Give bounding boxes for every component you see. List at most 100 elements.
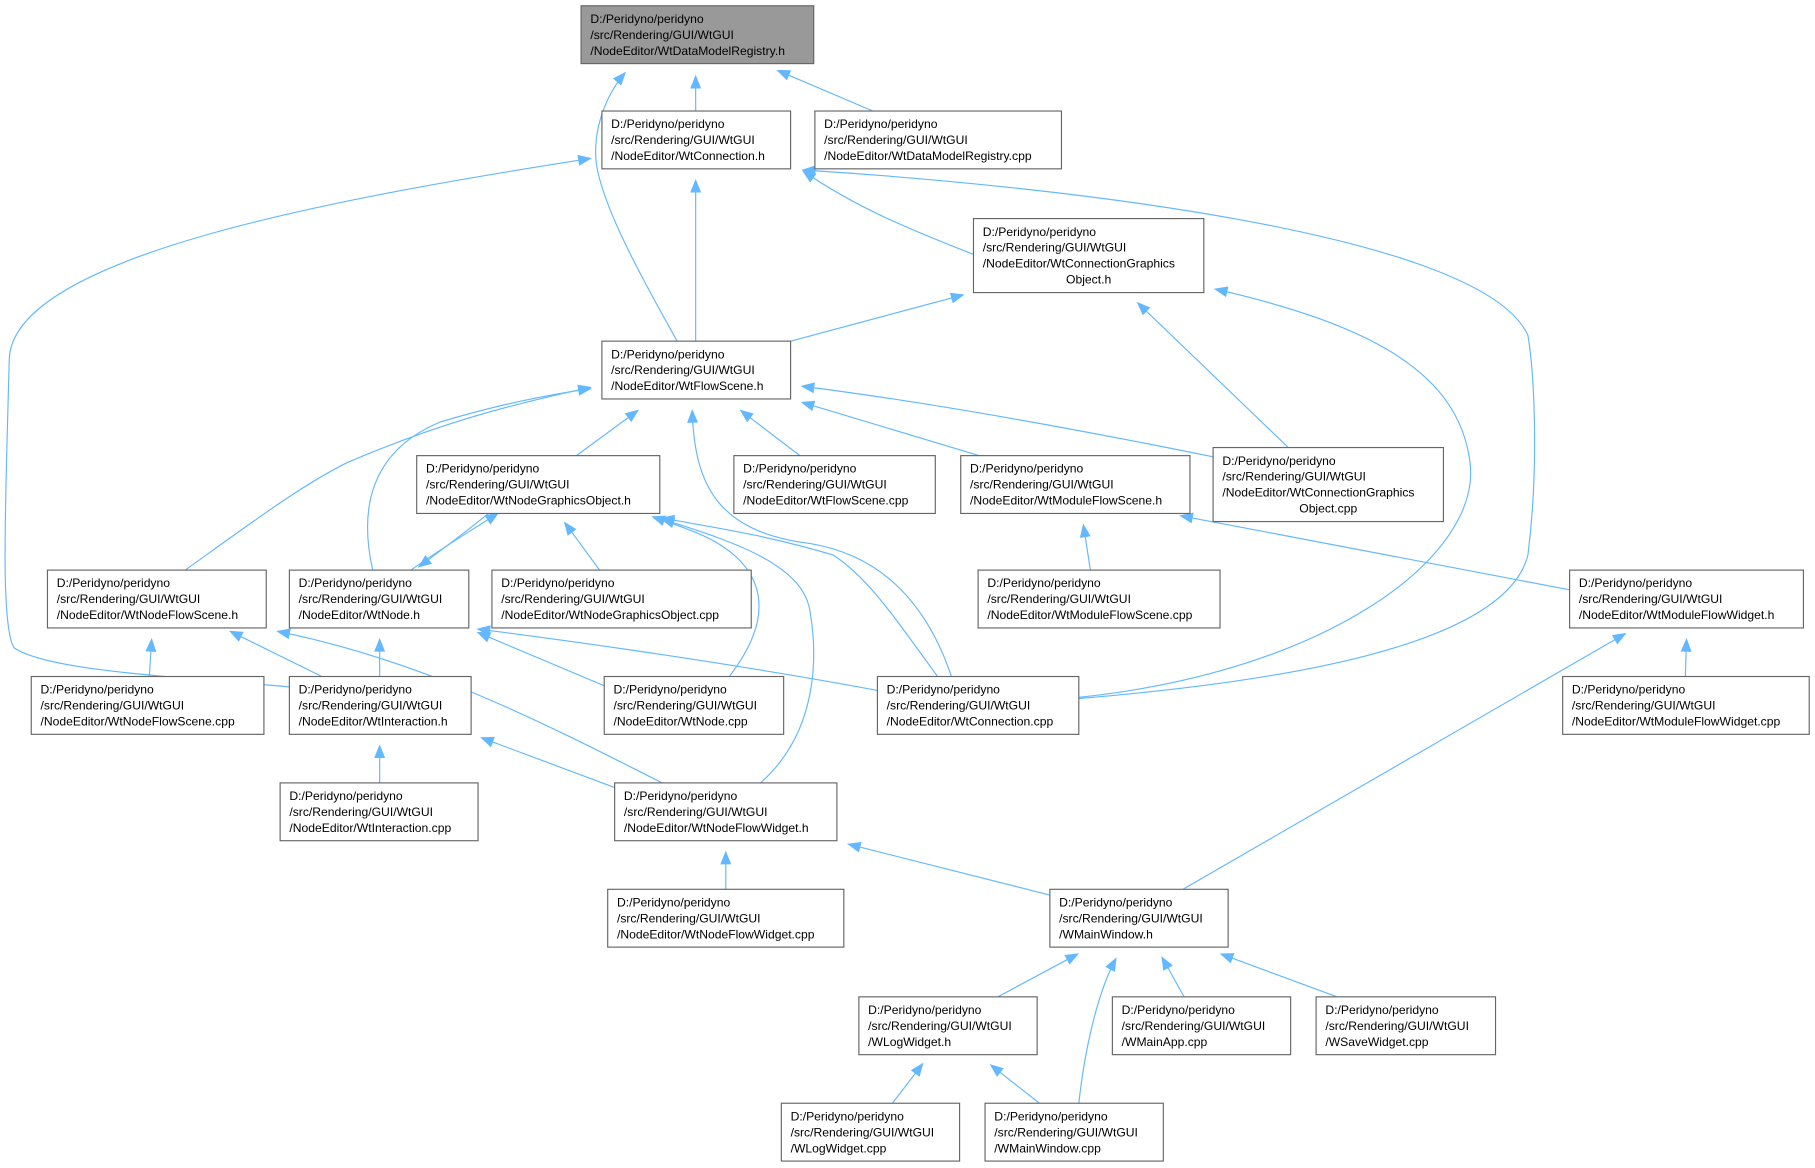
node-node_cpp[interactable]: D:/Peridyno/peridyno/src/Rendering/GUI/W… bbox=[603, 675, 785, 735]
node-nfw_h[interactable]: D:/Peridyno/peridyno/src/Rendering/GUI/W… bbox=[614, 782, 838, 842]
node-label-line: D:/Peridyno/peridyno bbox=[613, 683, 727, 697]
edge-line bbox=[1078, 958, 1117, 1104]
edge-node_h-to-fs_h bbox=[367, 384, 592, 571]
edge-arrowhead bbox=[612, 71, 627, 86]
edge-arrowhead bbox=[374, 637, 386, 652]
node-label-line: D:/Peridyno/peridyno bbox=[41, 683, 155, 697]
node-label-line: /NodeEditor/WtModuleFlowScene.cpp bbox=[987, 608, 1192, 622]
node-label-line: /NodeEditor/WtFlowScene.cpp bbox=[743, 494, 908, 508]
node-fs_h[interactable]: D:/Peridyno/peridyno/src/Rendering/GUI/W… bbox=[601, 340, 792, 400]
node-label-line: /src/Rendering/GUI/WtGUI bbox=[987, 592, 1131, 606]
node-fs_cpp[interactable]: D:/Peridyno/peridyno/src/Rendering/GUI/W… bbox=[733, 455, 936, 515]
node-label-line: /src/Rendering/GUI/WtGUI bbox=[887, 699, 1031, 713]
edge-arrowhead bbox=[800, 400, 816, 412]
node-wlog_h[interactable]: D:/Peridyno/peridyno/src/Rendering/GUI/W… bbox=[858, 996, 1038, 1056]
node-cgo_cpp[interactable]: D:/Peridyno/peridyno/src/Rendering/GUI/W… bbox=[1212, 446, 1445, 523]
edge-line bbox=[1180, 515, 1570, 591]
node-label-line: /NodeEditor/WtConnection.h bbox=[611, 149, 765, 163]
edge-line bbox=[277, 630, 663, 784]
edge-arrowhead bbox=[563, 521, 577, 536]
node-label-line: D:/Peridyno/peridyno bbox=[611, 347, 725, 361]
edge-conn_cpp-to-conn_h bbox=[801, 165, 1536, 700]
edge-cgo_cpp-to-fs_h bbox=[800, 382, 1214, 458]
node-label-line: /src/Rendering/GUI/WtGUI bbox=[1122, 1019, 1266, 1033]
node-box bbox=[984, 1102, 1164, 1162]
node-ngo_h[interactable]: D:/Peridyno/peridyno/src/Rendering/GUI/W… bbox=[416, 455, 661, 515]
node-mfs_h[interactable]: D:/Peridyno/peridyno/src/Rendering/GUI/W… bbox=[960, 455, 1191, 515]
node-wapp_cpp[interactable]: D:/Peridyno/peridyno/src/Rendering/GUI/W… bbox=[1111, 996, 1292, 1056]
edge-arrowhead bbox=[276, 628, 291, 640]
edge-nfw_cpp-to-nfw_h bbox=[720, 850, 732, 890]
node-box bbox=[972, 217, 1205, 294]
node-reg_h[interactable]: D:/Peridyno/peridyno/src/Rendering/GUI/W… bbox=[580, 5, 815, 65]
node-nfw_cpp[interactable]: D:/Peridyno/peridyno/src/Rendering/GUI/W… bbox=[607, 888, 845, 948]
edge-conn_cpp-to-cgo_h bbox=[1078, 286, 1472, 698]
node-nfs_cpp[interactable]: D:/Peridyno/peridyno/src/Rendering/GUI/W… bbox=[30, 675, 265, 735]
edge-arrowhead bbox=[1219, 953, 1235, 964]
node-mfw_cpp[interactable]: D:/Peridyno/peridyno/src/Rendering/GUI/W… bbox=[1562, 675, 1810, 735]
node-box bbox=[814, 110, 1063, 170]
node-box bbox=[876, 675, 1080, 735]
edge-line bbox=[661, 518, 815, 784]
node-label-line: D:/Peridyno/peridyno bbox=[624, 789, 738, 803]
node-label-line: D:/Peridyno/peridyno bbox=[1579, 576, 1693, 590]
node-reg_cpp[interactable]: D:/Peridyno/peridyno/src/Rendering/GUI/W… bbox=[814, 110, 1063, 170]
edge-arrowhead bbox=[1161, 956, 1173, 971]
node-mfw_h[interactable]: D:/Peridyno/peridyno/src/Rendering/GUI/W… bbox=[1569, 569, 1805, 629]
edge-line bbox=[477, 628, 878, 691]
node-box bbox=[603, 675, 785, 735]
node-label-line: D:/Peridyno/peridyno bbox=[1572, 683, 1686, 697]
node-label-line: /NodeEditor/WtNodeFlowWidget.cpp bbox=[617, 927, 815, 941]
node-conn_cpp[interactable]: D:/Peridyno/peridyno/src/Rendering/GUI/W… bbox=[876, 675, 1080, 735]
node-cgo_h[interactable]: D:/Peridyno/peridyno/src/Rendering/GUI/W… bbox=[972, 217, 1205, 294]
node-label-line: /NodeEditor/WtNodeFlowWidget.h bbox=[624, 821, 809, 835]
node-label-line: D:/Peridyno/peridyno bbox=[426, 462, 540, 476]
node-label-line: D:/Peridyno/peridyno bbox=[1222, 454, 1336, 468]
edge-wlog_cpp-to-wlog_h bbox=[891, 1062, 924, 1104]
node-label-line: /NodeEditor/WtNodeGraphicsObject.h bbox=[426, 494, 631, 508]
edge-line bbox=[4, 157, 591, 688]
node-wmw_cpp[interactable]: D:/Peridyno/peridyno/src/Rendering/GUI/W… bbox=[984, 1102, 1164, 1162]
node-label-line: /NodeEditor/WtConnection.cpp bbox=[887, 715, 1054, 729]
node-wmw_h[interactable]: D:/Peridyno/peridyno/src/Rendering/GUI/W… bbox=[1049, 888, 1229, 948]
node-wlog_cpp[interactable]: D:/Peridyno/peridyno/src/Rendering/GUI/W… bbox=[780, 1102, 961, 1162]
edge-inter_h-to-node_h bbox=[374, 637, 386, 677]
node-label-line: /WMainWindow.cpp bbox=[994, 1141, 1101, 1155]
node-label-line: /WLogWidget.h bbox=[868, 1035, 951, 1049]
node-box bbox=[288, 675, 472, 735]
node-mfs_cpp[interactable]: D:/Peridyno/peridyno/src/Rendering/GUI/W… bbox=[977, 569, 1221, 629]
node-label-line: D:/Peridyno/peridyno bbox=[299, 576, 413, 590]
edge-line bbox=[1078, 288, 1472, 698]
node-label-line: /src/Rendering/GUI/WtGUI bbox=[617, 911, 761, 925]
edge-nfw_h-to-inter_h bbox=[480, 736, 615, 789]
edge-line bbox=[661, 517, 939, 677]
node-label-line: D:/Peridyno/peridyno bbox=[970, 462, 1084, 476]
node-wsave_cpp[interactable]: D:/Peridyno/peridyno/src/Rendering/GUI/W… bbox=[1315, 996, 1497, 1056]
edge-arrowhead bbox=[739, 409, 754, 423]
node-conn_h[interactable]: D:/Peridyno/peridyno/src/Rendering/GUI/W… bbox=[601, 110, 792, 170]
node-label-line: /NodeEditor/WtModuleFlowWidget.h bbox=[1579, 608, 1775, 622]
node-inter_cpp[interactable]: D:/Peridyno/peridyno/src/Rendering/GUI/W… bbox=[279, 782, 479, 842]
edge-ngo_cpp-to-ngo_h bbox=[563, 521, 601, 571]
node-label-line: /WSaveWidget.cpp bbox=[1325, 1035, 1428, 1049]
node-ngo_cpp[interactable]: D:/Peridyno/peridyno/src/Rendering/GUI/W… bbox=[491, 569, 752, 629]
edge-arrowhead bbox=[690, 178, 702, 193]
edge-arrowhead bbox=[800, 382, 815, 394]
node-label-line: D:/Peridyno/peridyno bbox=[868, 1003, 982, 1017]
node-box bbox=[614, 782, 838, 842]
edge-node_cpp-to-node_h bbox=[476, 631, 605, 687]
edge-arrowhead bbox=[145, 637, 157, 652]
node-label-line: D:/Peridyno/peridyno bbox=[57, 576, 171, 590]
edge-cgo_cpp-to-cgo_h bbox=[1136, 301, 1289, 448]
node-box bbox=[279, 782, 479, 842]
node-nfs_h[interactable]: D:/Peridyno/peridyno/src/Rendering/GUI/W… bbox=[46, 569, 267, 629]
node-node_h[interactable]: D:/Peridyno/peridyno/src/Rendering/GUI/W… bbox=[288, 569, 470, 629]
node-inter_h[interactable]: D:/Peridyno/peridyno/src/Rendering/GUI/W… bbox=[288, 675, 472, 735]
edge-wmw_cpp-to-wlog_h bbox=[989, 1064, 1040, 1104]
node-label-line: /src/Rendering/GUI/WtGUI bbox=[501, 592, 645, 606]
edge-inter_cpp-to-inter_h bbox=[374, 744, 386, 783]
edge-mfw_h-to-mfs_h bbox=[1179, 512, 1570, 591]
node-box bbox=[601, 110, 792, 170]
node-box bbox=[780, 1102, 961, 1162]
